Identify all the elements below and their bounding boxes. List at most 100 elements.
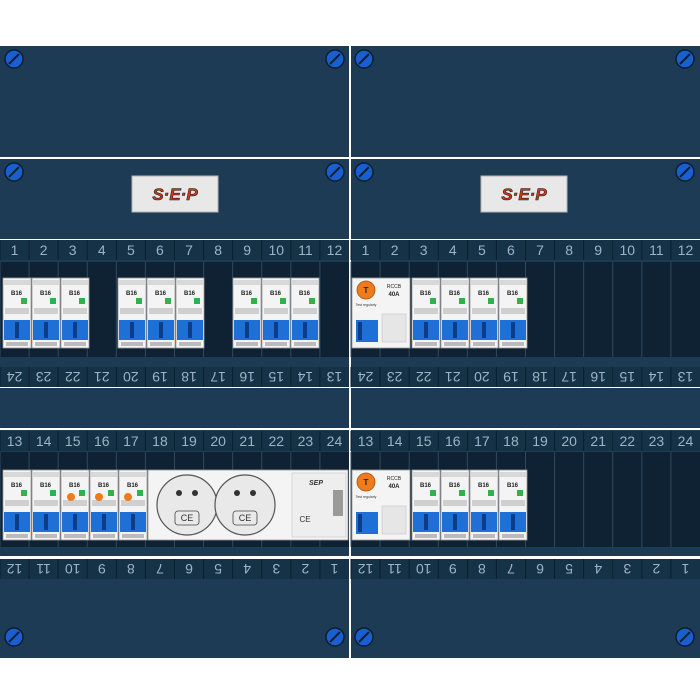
row-number: 20	[210, 433, 226, 449]
row-number: 12	[327, 242, 343, 258]
mcb-breaker[interactable]: B16	[469, 277, 499, 349]
mcb-breaker[interactable]: B16	[498, 469, 528, 541]
rcbo-test-icon[interactable]	[67, 493, 75, 501]
breaker-label-plate	[92, 500, 116, 506]
mcb-breaker[interactable]: B16	[60, 469, 90, 541]
socket-pin	[192, 490, 198, 496]
mcb-breaker[interactable]: B16	[117, 277, 147, 349]
row-number: 14	[387, 433, 403, 449]
terminal-screw	[64, 342, 86, 346]
mcb-breaker[interactable]: B16	[175, 277, 205, 349]
breaker-label-plate	[472, 308, 496, 314]
breaker-rating: B16	[69, 291, 81, 297]
row-number: 4	[594, 561, 602, 577]
mcb-breaker[interactable]: B16	[89, 469, 119, 541]
toggle-lever	[482, 514, 486, 530]
socket-icon[interactable]	[156, 474, 218, 536]
mcb-breaker[interactable]: B16	[31, 469, 61, 541]
terminal-screw	[64, 534, 86, 538]
mcb-breaker[interactable]: B16	[118, 469, 148, 541]
rcbo-test-icon[interactable]	[124, 493, 132, 501]
status-indicator	[430, 298, 436, 304]
breaker-rating: B16	[155, 291, 167, 297]
row-number: 2	[391, 242, 399, 258]
bottom-cover-panel	[351, 578, 700, 658]
row-number: 19	[503, 369, 519, 385]
mcb-breaker[interactable]: B16	[232, 277, 262, 349]
breaker-label-plate	[178, 308, 202, 314]
toggle-lever	[453, 514, 457, 530]
breaker-label-plate	[501, 500, 525, 506]
mcb-breaker[interactable]: B16	[60, 277, 90, 349]
sep-logo-text: S·E·P	[152, 185, 198, 204]
row-number: 9	[594, 242, 602, 258]
status-indicator	[459, 298, 465, 304]
mcb-breaker[interactable]: B16	[469, 469, 499, 541]
ce-mark-plate	[174, 510, 200, 526]
middle-blank-panel	[0, 388, 349, 428]
breaker-logo-band	[62, 280, 88, 285]
mcb-breaker[interactable]: B16	[411, 277, 441, 349]
row-number: 16	[590, 369, 606, 385]
row-number: 5	[214, 561, 222, 577]
terminal-screw	[415, 342, 437, 346]
row-number: 16	[445, 433, 461, 449]
toggle-lever	[453, 322, 457, 338]
mcb-breaker[interactable]: B16	[2, 469, 32, 541]
row-number: 11	[649, 242, 664, 258]
row-number: 17	[210, 369, 226, 385]
breaker-logo-band	[177, 280, 203, 285]
status-indicator	[488, 490, 494, 496]
row-number: 15	[65, 433, 81, 449]
row-number: 10	[65, 561, 81, 577]
socket-pin	[250, 490, 256, 496]
socket-switch[interactable]	[333, 490, 343, 516]
breaker-label-plate	[443, 500, 467, 506]
breaker-label-plate	[293, 308, 317, 314]
mcb-breaker[interactable]: B16	[411, 469, 441, 541]
terminal-screw	[236, 342, 258, 346]
row-number: 11	[36, 561, 51, 577]
mcb-breaker[interactable]: B16	[261, 277, 291, 349]
row-number: 23	[298, 433, 314, 449]
row-number: 20	[123, 369, 139, 385]
mcb-breaker[interactable]: B16	[440, 469, 470, 541]
terminal-screw	[473, 342, 495, 346]
row-number: 23	[649, 433, 665, 449]
row-number: 6	[185, 561, 193, 577]
screw-slot	[8, 53, 20, 65]
mcb-breaker[interactable]: B16	[146, 277, 176, 349]
test-button-icon[interactable]	[356, 472, 376, 492]
status-indicator	[488, 298, 494, 304]
breaker-label-plate	[414, 308, 438, 314]
terminal-screw	[93, 534, 115, 538]
row-number: 8	[478, 561, 486, 577]
row-number: 4	[243, 561, 251, 577]
row-number: 15	[416, 433, 432, 449]
breaker-rating: B16	[241, 291, 253, 297]
status-indicator	[137, 490, 143, 496]
status-indicator	[165, 298, 171, 304]
row-number: 14	[297, 369, 313, 385]
row-number: 18	[532, 369, 548, 385]
breaker-rating: B16	[420, 483, 432, 489]
mcb-breaker[interactable]: B16	[440, 277, 470, 349]
status-indicator	[517, 490, 523, 496]
mcb-breaker[interactable]: B16	[290, 277, 320, 349]
status-indicator	[21, 490, 27, 496]
rcd-label: RCCB	[387, 476, 402, 482]
half-divider	[349, 0, 351, 700]
mcb-breaker[interactable]: B16	[498, 277, 528, 349]
breaker-label-plate	[414, 500, 438, 506]
socket-icon[interactable]	[214, 474, 276, 536]
mcb-breaker[interactable]: B16	[2, 277, 32, 349]
mcb-breaker[interactable]: B16	[31, 277, 61, 349]
breaker-rating: B16	[449, 483, 461, 489]
row-number: 1	[11, 242, 19, 258]
test-button-icon[interactable]	[356, 280, 376, 300]
breaker-rating: B16	[478, 291, 490, 297]
rcbo-test-icon[interactable]	[95, 493, 103, 501]
row-number: 6	[507, 242, 515, 258]
